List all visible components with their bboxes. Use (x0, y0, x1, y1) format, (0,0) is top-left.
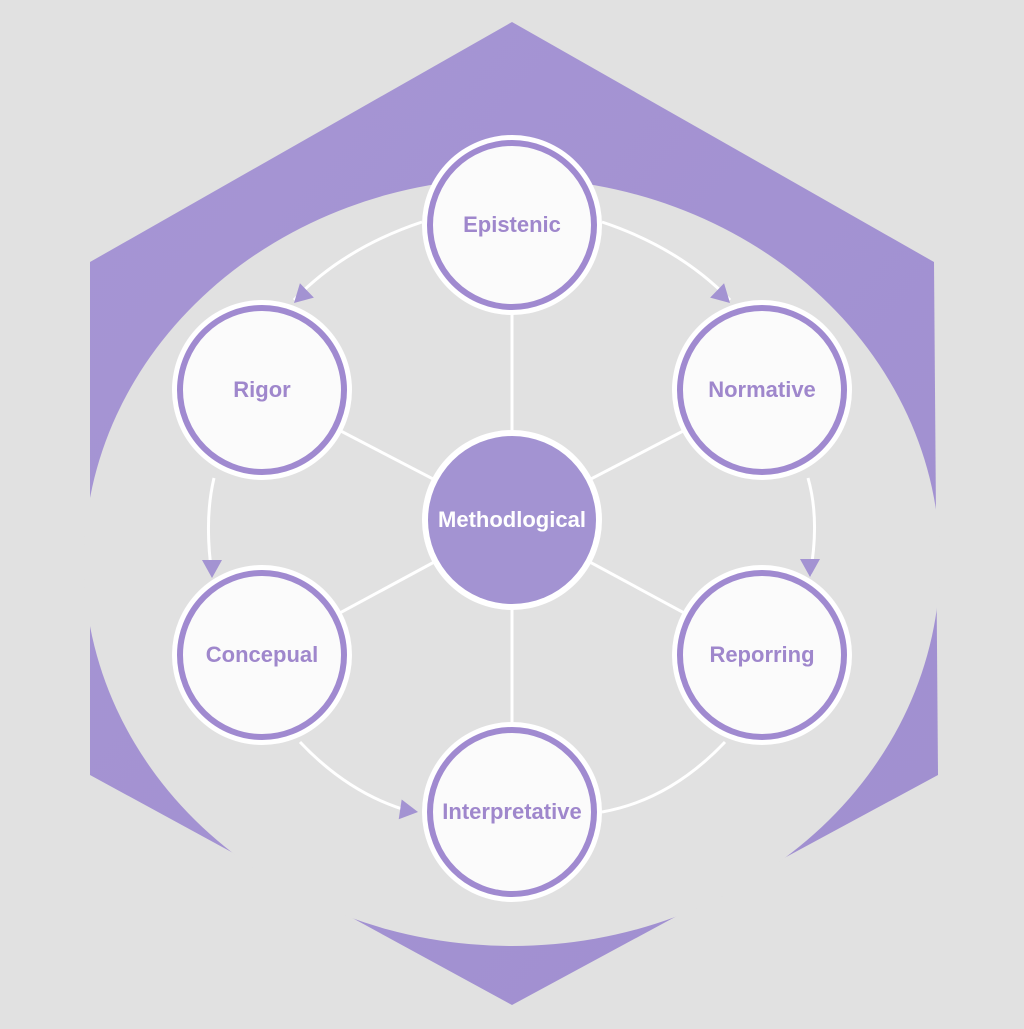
node-reporting[interactable]: Reporring (672, 565, 852, 745)
node-epistemic[interactable]: Epistenic (422, 135, 602, 315)
node-label: Rigor (233, 377, 291, 402)
node-ring (677, 305, 847, 475)
node-rigor[interactable]: Rigor (172, 300, 352, 480)
nodes: EpistenicNormativeReporringInterpretativ… (172, 135, 852, 902)
node-label: Interpretative (442, 799, 581, 824)
node-conceptual[interactable]: Concepual (172, 565, 352, 745)
arrowhead-conceptual-to-interpretative (398, 799, 418, 820)
node-label: Epistenic (463, 212, 561, 237)
arrowhead-normative-to-reporting (800, 559, 820, 577)
node-label: Concepual (206, 642, 318, 667)
arrowheads (202, 283, 820, 820)
node-label: Reporring (709, 642, 814, 667)
connector-epistemic-to-rigor (292, 220, 423, 302)
arrowhead-rigor-to-conceptual (202, 560, 222, 578)
arrowhead-epistemic-to-rigor (294, 283, 314, 303)
node-ring (427, 140, 597, 310)
node-ring (177, 570, 347, 740)
center-node-label: Methodlogical (438, 507, 586, 532)
node-ring (677, 570, 847, 740)
connector-epistemic-to-normative (601, 220, 732, 302)
connector-conceptual-to-interpretative (298, 740, 413, 814)
node-ring (427, 727, 597, 897)
node-normative[interactable]: Normative (672, 300, 852, 480)
arrowhead-epistemic-to-normative (710, 283, 730, 303)
node-label: Normative (708, 377, 816, 402)
center-node-fill (428, 436, 596, 604)
node-interpretative[interactable]: Interpretative (422, 722, 602, 902)
center-node-methodological[interactable]: Methodlogical (422, 430, 602, 610)
node-ring (177, 305, 347, 475)
connector-reporting-to-interpretative (601, 740, 727, 814)
